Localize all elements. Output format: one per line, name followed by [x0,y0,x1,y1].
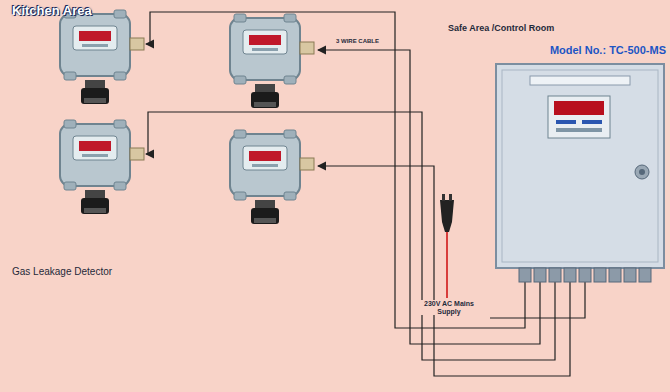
gas-detector [230,14,314,108]
cable-label: 3 WIRE CABLE [334,38,381,45]
mains-wire [446,232,448,298]
gas-detector [60,10,144,104]
model-heading: Model No.: TC-500-MS [550,44,666,56]
gas-detector [60,120,144,214]
cable [146,12,525,328]
cable [146,112,555,360]
controller-box: Model No.: TC-500-MS [496,64,664,268]
supply-label: 230V AC Mains Supply [416,300,482,315]
area-title: Kitchen Area [12,4,92,18]
caption-label: Gas Leakage Detector [12,266,112,277]
mains-cable [490,282,585,318]
control-panel [496,64,664,282]
mains-plug [440,194,454,232]
gas-detector [230,130,314,224]
area-title: Safe Area /Control Room [448,24,554,34]
